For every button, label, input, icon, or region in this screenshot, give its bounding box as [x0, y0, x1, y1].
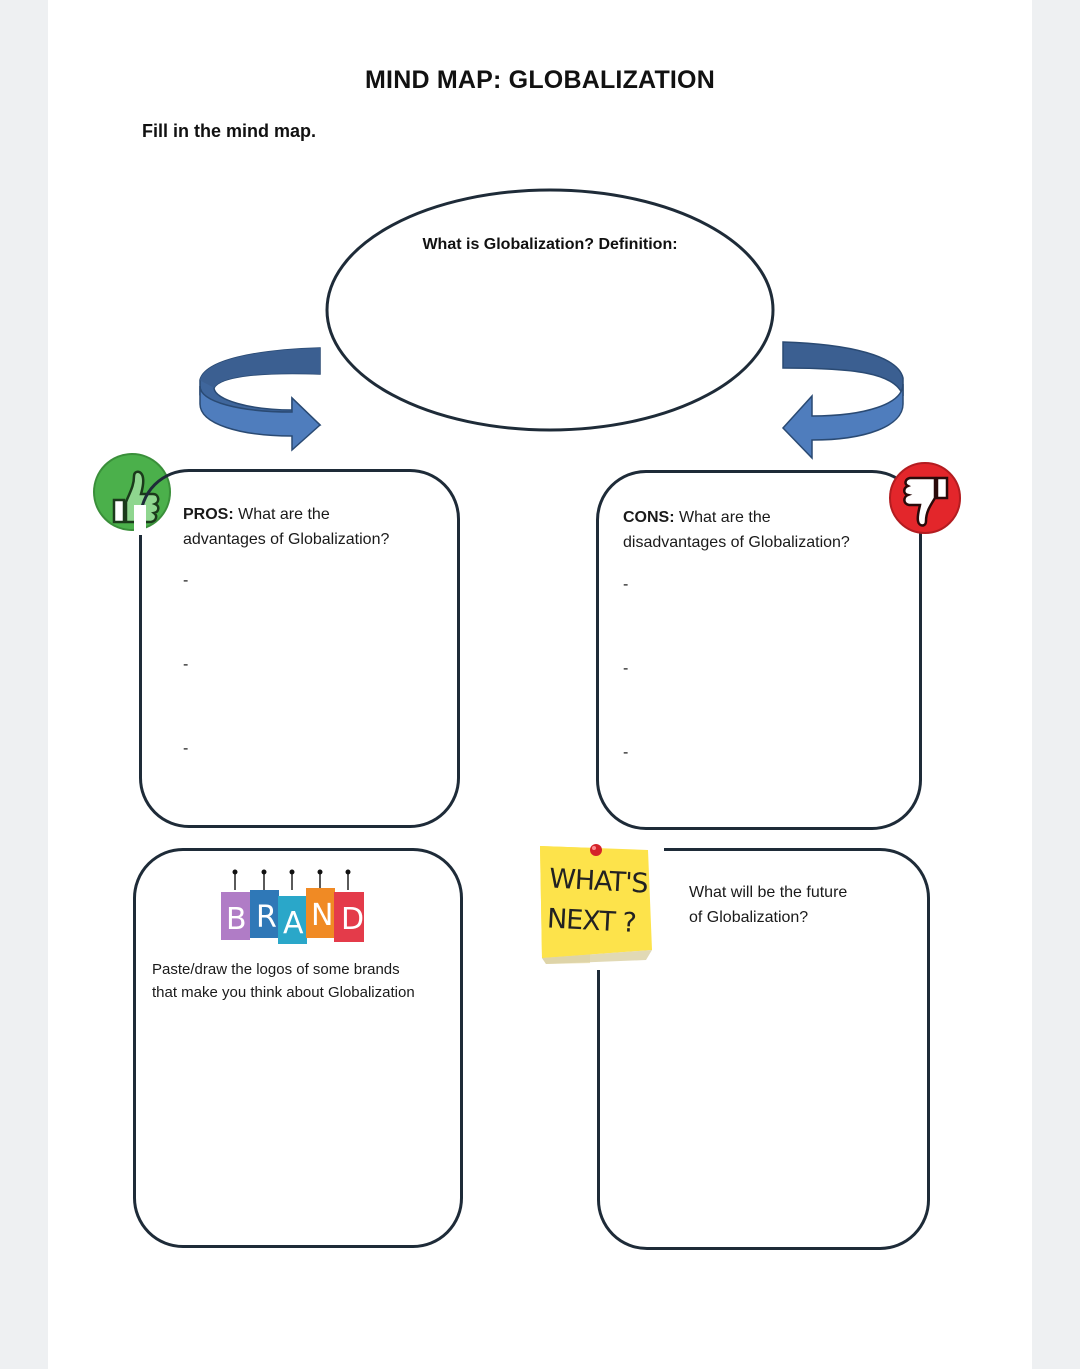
cons-box[interactable] — [596, 470, 922, 830]
pros-heading-line2: advantages of Globalization? — [183, 531, 390, 548]
left-curved-arrow-icon — [199, 347, 322, 452]
cons-bullet-2: - — [623, 660, 629, 677]
pros-box[interactable] — [139, 469, 460, 828]
sticky-note-text: WHAT'S NEXT ? — [546, 859, 650, 944]
brand-letter-n: N — [311, 898, 334, 933]
brand-letter-d: D — [341, 902, 365, 937]
right-curved-arrow-icon — [781, 341, 904, 460]
brands-box[interactable] — [133, 848, 463, 1248]
future-box[interactable] — [597, 848, 930, 1250]
sticky-note-line2: NEXT ? — [546, 903, 637, 939]
cons-label: CONS: — [623, 509, 675, 526]
future-prompt-line2: of Globalization? — [689, 909, 809, 926]
cons-bullet-3: - — [623, 744, 629, 761]
cons-heading-line2: disadvantages of Globalization? — [623, 534, 850, 551]
pros-bullet-3: - — [183, 740, 189, 757]
brands-prompt: Paste/draw the logos of some brands that… — [152, 958, 452, 1004]
page-title: MIND MAP: GLOBALIZATION — [365, 66, 715, 94]
brand-tags-graphic — [221, 869, 364, 944]
cons-bullet-1: - — [623, 576, 629, 593]
brands-prompt-line2: that make you think about Globalization — [152, 984, 415, 1001]
future-prompt-line1: What will be the future — [689, 884, 848, 901]
cons-heading-line1: What are the — [674, 509, 771, 526]
pros-bullet-2: - — [183, 656, 189, 673]
brand-letters: B R A N D — [221, 896, 366, 942]
cons-heading: CONS: What are the disadvantages of Glob… — [623, 505, 913, 555]
brand-letter-r: R — [256, 900, 277, 935]
pros-bullet-1: - — [183, 572, 189, 589]
definition-ellipse[interactable] — [325, 188, 775, 432]
brand-letter-a: A — [283, 906, 304, 941]
instruction-text: Fill in the mind map. — [142, 121, 317, 141]
future-prompt: What will be the future of Globalization… — [689, 880, 919, 930]
brand-tags-image — [218, 866, 368, 946]
sticky-note-line1: WHAT'S — [548, 863, 649, 900]
pros-heading: PROS: What are the advantages of Globali… — [183, 502, 453, 552]
pros-heading-line1: What are the — [233, 506, 330, 523]
brand-letter-b: B — [226, 902, 247, 937]
pros-label: PROS: — [183, 506, 234, 523]
definition-label: What is Globalization? Definition: — [422, 236, 678, 253]
brands-prompt-line1: Paste/draw the logos of some brands — [152, 961, 400, 978]
